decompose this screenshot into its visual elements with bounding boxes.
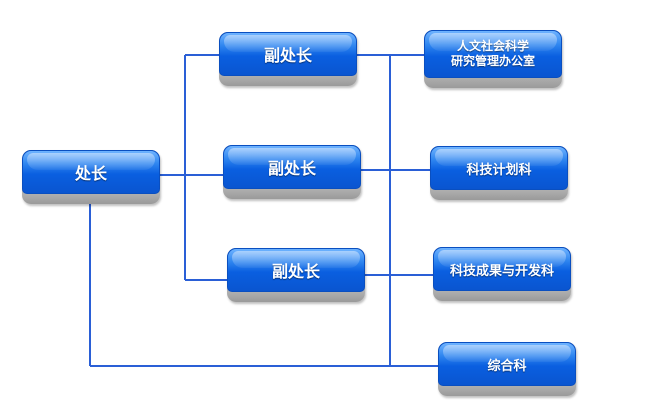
department-node: 科技成果与开发科 — [433, 247, 571, 301]
department-label: 综合科 — [487, 358, 527, 374]
deputy-director-label: 副处长 — [271, 262, 320, 281]
deputy-director-node: 副处长 — [227, 248, 365, 302]
department-label: 科技成果与开发科 — [449, 263, 554, 279]
department-node: 科技计划科 — [430, 146, 568, 200]
deputy-director-node: 副处长 — [223, 145, 361, 199]
department-label: 研究管理办公室 — [450, 54, 535, 68]
department-node: 人文社会科学 研究管理办公室 — [424, 30, 562, 88]
department-node: 综合科 — [438, 342, 576, 396]
department-label: 人文社会科学 — [456, 39, 529, 53]
department-label: 科技计划科 — [466, 162, 532, 178]
deputy-director-node: 副处长 — [219, 32, 357, 86]
deputy-director-label: 副处长 — [267, 159, 316, 178]
director-node: 处长 — [22, 150, 160, 204]
director-label: 处长 — [74, 164, 107, 183]
deputy-director-label: 副处长 — [263, 46, 312, 65]
